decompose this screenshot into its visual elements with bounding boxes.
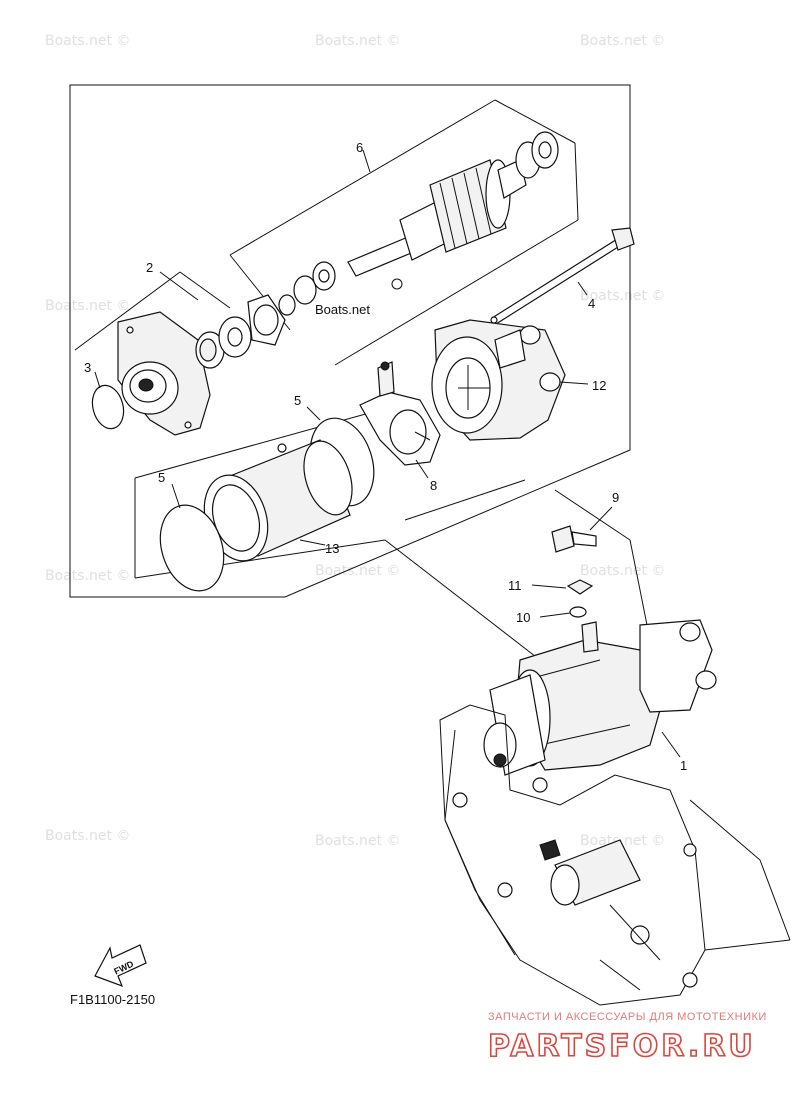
callout-1: 1 [680, 758, 687, 773]
callout-12: 12 [592, 378, 606, 393]
front-cover-2 [118, 312, 210, 435]
callout-6: 6 [356, 140, 363, 155]
callout-4: 4 [588, 296, 595, 311]
watermark: Boats.net © [45, 568, 130, 584]
rear-cover-12 [432, 320, 565, 440]
through-bolt-4 [491, 228, 634, 324]
watermark: Boats.net © [45, 298, 130, 314]
callout-10: 10 [516, 610, 530, 625]
callout-3: 3 [84, 360, 91, 375]
shop-logo-text: PARTSFOR.RU [488, 1029, 756, 1064]
washer-10 [570, 607, 586, 617]
callout-11: 11 [508, 578, 522, 593]
callout-5-upper: 5 [294, 393, 301, 408]
fwd-arrow-icon: FWD [95, 945, 146, 986]
callout-2: 2 [146, 260, 153, 275]
watermark: Boats.net © [580, 563, 665, 579]
callout-5-lower: 5 [158, 470, 165, 485]
armature-6 [348, 132, 558, 276]
shop-tagline: ЗАПЧАСТИ И АКСЕССУАРЫ ДЛЯ МОТОТЕХНИКИ [488, 1011, 767, 1023]
shop-logo: ЗАПЧАСТИ И АКСЕССУАРЫ ДЛЯ МОТОТЕХНИКИ PA… [488, 1011, 767, 1064]
callout-8: 8 [430, 478, 437, 493]
watermark: Boats.net © [45, 33, 130, 49]
bolt-9 [552, 526, 596, 552]
callout-13: 13 [325, 541, 339, 556]
watermark: Boats.net © [580, 33, 665, 49]
nut-11 [568, 580, 592, 594]
callout-9: 9 [612, 490, 619, 505]
watermark: Boats.net © [315, 33, 400, 49]
inline-watermark: Boats.net [315, 302, 370, 317]
watermark: Boats.net © [315, 563, 400, 579]
diagram-code: F1B1100-2150 [70, 992, 155, 1007]
watermark: Boats.net © [315, 833, 400, 849]
watermark: Boats.net © [45, 828, 130, 844]
brush-holder-8 [360, 362, 440, 465]
